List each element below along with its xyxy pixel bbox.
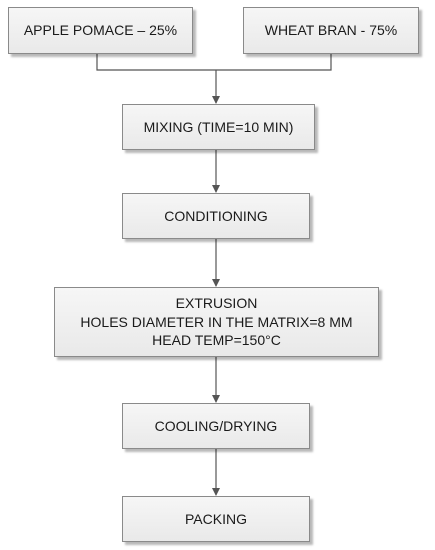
connector-apple-to-merge	[96, 54, 216, 71]
extrusion-holes-diameter: HOLES DIAMETER IN THE MATRIX=8 MM	[80, 313, 353, 330]
apple-pomace-label: APPLE POMACE – 25%	[23, 22, 178, 39]
mixing-box: MIXING (TIME=10 MIN)	[122, 104, 315, 150]
connector-wheat-to-merge	[216, 54, 332, 71]
extrusion-title: EXTRUSION	[175, 294, 258, 311]
packing-label: PACKING	[185, 510, 247, 527]
mixing-label: MIXING (TIME=10 MIN)	[143, 118, 294, 135]
cooling-drying-label: COOLING/DRYING	[154, 417, 278, 434]
extrusion-head-temp: HEAD TEMP=150°C	[152, 332, 281, 349]
conditioning-box: CONDITIONING	[122, 193, 310, 239]
wheat-bran-box: WHEAT BRAN - 75%	[243, 7, 419, 54]
cooling-drying-box: COOLING/DRYING	[122, 403, 310, 449]
apple-pomace-box: APPLE POMACE – 25%	[8, 7, 193, 54]
conditioning-label: CONDITIONING	[164, 207, 268, 224]
wheat-bran-label: WHEAT BRAN - 75%	[264, 22, 398, 39]
extrusion-box: EXTRUSION HOLES DIAMETER IN THE MATRIX=8…	[54, 287, 379, 357]
packing-box: PACKING	[122, 496, 310, 542]
